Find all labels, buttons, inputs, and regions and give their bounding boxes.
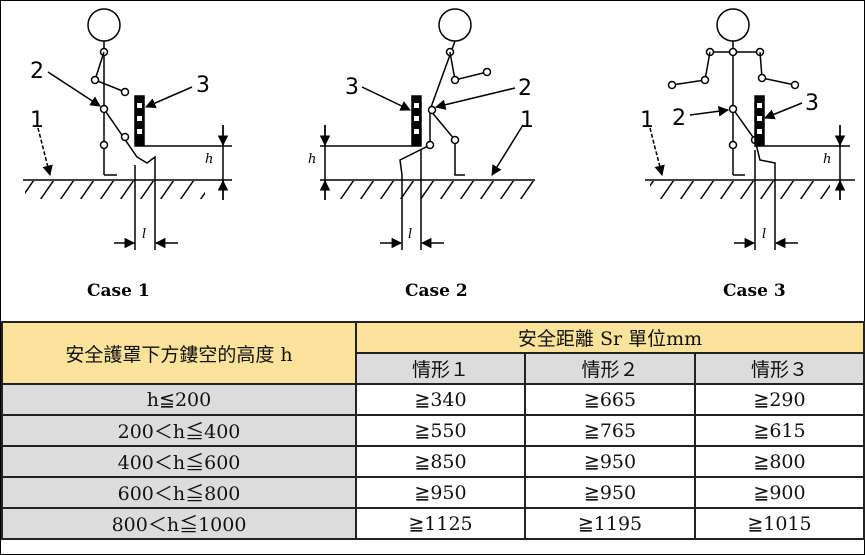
cell: ≧615 [693,414,865,447]
cell: ≧950 [524,445,696,478]
callout-1: 1 [30,108,44,133]
case-1-diagram [23,8,232,250]
cell: ≧800 [693,445,865,478]
table-row: 600＜h≦800≧950≧950≧900 [1,476,865,509]
cell: ≧1195 [524,507,696,540]
dim-h: h [205,152,213,167]
safety-distance-table: 安全護罩下方鏤空的高度 h 安全距離 Sr 單位mm 情形１ 情形２ 情形３ h… [1,321,865,540]
dim-h: h [823,152,831,167]
cell: ≧765 [524,414,696,447]
case-3-label: Case 3 [723,281,786,301]
cell: ≧900 [693,476,865,509]
table-row: 400＜h≦600≧850≧950≧800 [1,445,865,478]
case-2-label: Case 2 [405,281,468,301]
cell: ≧550 [355,414,526,447]
cell: ≧850 [355,445,526,478]
case-1-label: Case 1 [87,281,150,301]
dim-l: l [762,227,766,242]
cell: ≧290 [693,383,865,416]
cell: ≧665 [524,383,696,416]
callout-3: 3 [345,75,359,100]
height-range: 600＜h≦800 [1,476,357,509]
cell: ≧950 [524,476,696,509]
cell: ≧1015 [693,507,865,540]
height-range: 400＜h≦600 [1,445,357,478]
table-row: h≦200≧340≧665≧290 [1,383,865,416]
dim-l: l [408,227,412,242]
callout-2: 2 [518,76,532,101]
callout-3: 3 [196,73,210,98]
callout-3: 3 [805,91,819,116]
table-row: 800＜h≦1000≧1125≧1195≧1015 [1,507,865,540]
callout-1: 1 [520,108,534,133]
height-range: 800＜h≦1000 [1,507,357,540]
callout-2: 2 [30,59,44,84]
dim-l: l [142,227,146,242]
height-range: 200＜h≦400 [1,414,357,447]
callout-1: 1 [640,108,654,133]
table-subheader-row: 情形１ 情形２ 情形３ [2,352,865,385]
column-header: 情形３ [693,352,865,385]
group-header-safety-distance: 安全距離 Sr 單位mm [354,321,865,354]
height-range: h≦200 [1,383,357,416]
table-header-row: 安全護罩下方鏤空的高度 h 安全距離 Sr 單位mm [1,321,865,385]
cell: ≧340 [355,383,526,416]
safety-distance-diagram: 1 2 3 h l Case 1 1 2 3 h l Case 2 1 2 3 … [23,8,855,301]
column-header: 情形２ [524,352,696,385]
callout-2: 2 [672,106,686,131]
case-2-diagram [319,8,535,250]
column-header: 情形１ [355,352,526,385]
row-header-height: 安全護罩下方鏤空的高度 h [1,321,357,385]
cell: ≧1125 [355,507,526,540]
case-3-diagram [645,8,855,250]
dim-h: h [308,152,316,167]
cell: ≧950 [355,476,526,509]
table-row: 200＜h≦400≧550≧765≧615 [1,414,865,447]
